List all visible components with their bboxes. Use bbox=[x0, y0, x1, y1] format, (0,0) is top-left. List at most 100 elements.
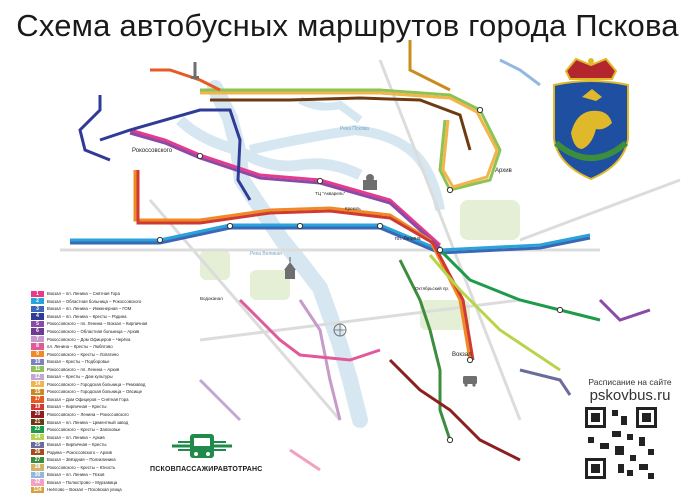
bus-stop bbox=[226, 222, 234, 230]
route-description: Рокоссовского – пл. Ленина – Вокзал – Ки… bbox=[47, 321, 148, 327]
route-number-badge: 8 bbox=[31, 343, 44, 350]
route-description: Неёлово – Вокзал – Псковская улица bbox=[47, 487, 122, 493]
route-description: Вокзал – Кресты – Дом культуры bbox=[47, 374, 113, 380]
route-number-badge: 7 bbox=[31, 335, 44, 343]
route-description: Вокзал – Областная больница – Рокоссовск… bbox=[47, 298, 142, 304]
route-line bbox=[519, 368, 572, 396]
route-line bbox=[289, 448, 321, 472]
route-line bbox=[99, 108, 252, 201]
route-number-badge: 20 bbox=[31, 411, 44, 418]
route-line bbox=[70, 226, 591, 255]
place-label: ТЦ "Акварель" bbox=[315, 191, 346, 196]
route-description: Вокзал – Кресты – Подборовье bbox=[47, 359, 110, 365]
route-description: Рокоссовского – Областная больница – Арх… bbox=[47, 329, 140, 334]
place-label: Архив bbox=[495, 168, 512, 174]
park-area bbox=[250, 270, 290, 300]
river-pskova bbox=[248, 124, 445, 211]
route-number-badge: 2 bbox=[31, 298, 44, 305]
route-number-badge: 12 bbox=[31, 373, 44, 380]
schedule-caption: Расписание на сайте bbox=[588, 377, 672, 387]
route-number-badge: 124 bbox=[31, 486, 44, 494]
route-number-badge: 32 bbox=[31, 479, 44, 486]
bus-stop bbox=[196, 152, 204, 160]
bus-stop bbox=[466, 356, 474, 364]
bus-stop bbox=[156, 236, 164, 244]
route-number-badge: 24 bbox=[31, 434, 44, 441]
bus-station-icon bbox=[463, 376, 477, 387]
route-number-badge: 27 bbox=[31, 456, 44, 463]
route-number-badge: 28 bbox=[31, 464, 44, 471]
route-description: Вокзал – пл. Ленина – Архив bbox=[47, 434, 105, 440]
map-title: Схема автобусных маршрутов города Пскова bbox=[16, 8, 679, 43]
route-number-badge: 4 bbox=[31, 313, 44, 320]
place-label: Рокоссовского bbox=[132, 148, 173, 154]
bus-company-logo-icon bbox=[172, 434, 232, 458]
website-link[interactable]: pskovbus.ru bbox=[589, 387, 671, 404]
route-description: Вокзал – пл. Ленина – Снятная Гора bbox=[47, 291, 120, 297]
place-label: пл. Ленина bbox=[395, 236, 421, 242]
bus-stop bbox=[446, 186, 454, 194]
route-description: Рокоссовского – Городская больница – Рем… bbox=[47, 381, 146, 387]
route-number-badge: 11 bbox=[31, 366, 44, 373]
route-description: Вокзал – Полюстрово – Мурзавица bbox=[47, 479, 118, 485]
minor-road bbox=[519, 178, 681, 242]
route-line bbox=[398, 259, 452, 441]
route-description: Рокоссовского – Кресты – Запсковье bbox=[47, 427, 121, 433]
route-line bbox=[408, 40, 451, 92]
route-description: Рокоссовского – пл. Ленина – Архив bbox=[47, 366, 120, 372]
route-description: Рокоссовского – Городская больница – Овс… bbox=[47, 389, 143, 395]
route-line bbox=[298, 299, 342, 421]
place-label: Водоканал bbox=[200, 296, 223, 301]
route-line bbox=[428, 254, 561, 372]
route-number-badge: 5 bbox=[31, 320, 44, 328]
route-description: Рокоссовского – Кресты – Лопатино bbox=[47, 351, 119, 357]
ferris-wheel-icon bbox=[333, 323, 347, 337]
route-number-badge: 9 bbox=[31, 351, 44, 358]
river-velikaya-branch bbox=[176, 116, 363, 180]
route-line bbox=[78, 95, 111, 162]
bus-stop bbox=[436, 246, 444, 254]
bus-stop bbox=[376, 222, 384, 230]
route-line bbox=[210, 96, 472, 151]
route-description: Родина – Рокоссовского – Архив bbox=[47, 449, 112, 455]
route-description: Вокзал – пл. Ленина – Кресты – Родина bbox=[47, 313, 127, 319]
route-line bbox=[388, 358, 521, 462]
route-line bbox=[70, 223, 591, 252]
park-area bbox=[200, 250, 230, 280]
minor-road bbox=[378, 59, 522, 421]
route-description: Рокоссовского – Ленина – Рокоссовского bbox=[47, 412, 129, 418]
place-label: Река Великая bbox=[250, 251, 282, 257]
place-label: Вокзал bbox=[452, 352, 472, 358]
bus-stop bbox=[296, 222, 304, 230]
route-number-badge: 17 bbox=[31, 396, 44, 403]
route-description: Рокоссовского – Дом Офицеров – Черёха bbox=[47, 336, 131, 342]
place-label: Река Пскова bbox=[340, 126, 369, 132]
route-description: Вокзал – Кирпичная – Кресты bbox=[47, 442, 107, 448]
route-line bbox=[150, 68, 221, 92]
route-line bbox=[238, 298, 381, 362]
route-description: Вокзал – Звёздная – Поликлиника bbox=[47, 457, 116, 463]
company-name: ПСКОВПАССАЖИРАВТОТРАНС bbox=[150, 466, 263, 473]
route-description: Вокзал – пл. Ленина – Цементный завод bbox=[47, 419, 129, 425]
route-number-badge: 15 bbox=[31, 388, 44, 396]
route-line bbox=[129, 131, 442, 250]
place-label: Октябрьский пр. bbox=[415, 285, 449, 291]
route-number-badge: 19 bbox=[31, 403, 44, 411]
